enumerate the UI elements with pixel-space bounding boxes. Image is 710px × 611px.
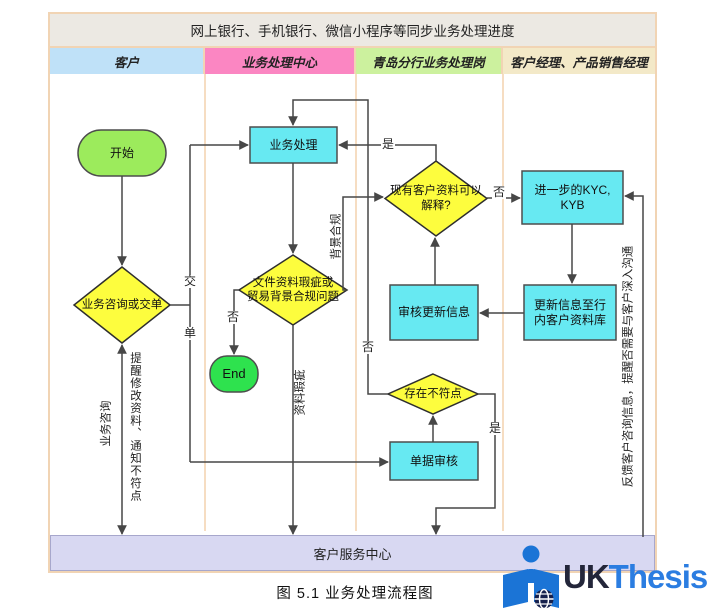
logo-wordmark: UKThesis [563, 547, 709, 607]
explain-line1: 现有客户资料可以 [390, 185, 482, 198]
lane-header-row: 客户 业务处理中心 青岛分行业务处理岗 客户经理、产品销售经理 [50, 48, 655, 74]
kyc-label: 进一步的KYC,KYB [522, 171, 623, 224]
end-label: End [222, 365, 246, 381]
edge-label-remind-modify: 提醒修改资料、通知不符点 [129, 352, 141, 502]
consult-label: 业务咨询或交单 [81, 298, 163, 311]
lane-header-account-manager: 客户经理、产品销售经理 [503, 48, 655, 74]
edge-label-business-consult: 业务咨询 [100, 400, 113, 447]
edge-label-data-defect: 资料瑕疵 [294, 369, 307, 416]
doc-review-label: 单据审核 [409, 453, 458, 468]
logo-person-head [522, 545, 540, 563]
lane-label: 业务处理中心 [241, 55, 317, 70]
review-update-label: 审核更新信息 [397, 305, 470, 319]
edge-label-yes-explain: 是 [381, 137, 396, 151]
processing-label: 业务处理 [269, 137, 318, 152]
discrepancy-label: 存在不符点 [404, 387, 462, 400]
kyc-line1: 进一步的KYC, [534, 182, 611, 197]
diagram-title: 网上银行、手机银行、微信小程序等同步业务处理进度 [190, 24, 515, 39]
figure-caption: 图 5.1 业务处理流程图 [276, 586, 434, 602]
footer-bar-label: 客户服务中心 [313, 546, 392, 562]
edge-label-background-compliance: 背景合规 [330, 213, 343, 260]
lane-header-qingdao-branch: 青岛分行业务处理岗 [356, 48, 503, 74]
edge-label-no-explain: 否 [492, 185, 507, 199]
edge-label-jiao: 交 [183, 274, 198, 288]
edge-label-yes-discrepancy: 是 [488, 421, 503, 435]
lane-label: 客户经理、产品销售经理 [510, 55, 648, 70]
logo-globe [534, 588, 554, 609]
diagram-title-bar: 网上银行、手机银行、微信小程序等同步业务处理进度 [50, 14, 655, 48]
lane-divider [355, 74, 357, 531]
lane-divider [204, 74, 206, 531]
update-db-label: 更新信息至行内客户资料库 [524, 285, 616, 340]
logo-thesis-text: Thesis [608, 558, 709, 595]
lane-header-processing-center: 业务处理中心 [205, 48, 356, 74]
edge-label-dan: 单 [183, 326, 198, 340]
explain-line2: 解释? [421, 199, 451, 212]
ukthesis-logo-icon [503, 545, 559, 609]
lane-label: 客户 [113, 55, 139, 70]
defect-line2: 贸易背景合规问题 [247, 291, 339, 303]
logo-book-left-page [503, 569, 528, 608]
kyc-line2: KYB [560, 197, 585, 212]
defect-line1: 文件资料瑕疵或 [252, 276, 334, 289]
lane-divider [502, 74, 504, 531]
edge-label-no-defect-end: 否 [226, 310, 241, 324]
logo-uk-text: UK [563, 558, 610, 595]
edge-label-feedback: 反馈客户咨询信息，提醒否需要与客户深入沟通 [622, 245, 635, 488]
update-db-line2: 内客户资料库 [533, 312, 606, 327]
start-label: 开始 [109, 145, 134, 160]
edge-label-no-discrepancy: 否 [361, 340, 376, 354]
defect-decision-label: 文件资料瑕疵或贸易背景合规问题 [239, 255, 347, 325]
lane-header-customer: 客户 [50, 48, 205, 74]
explain-decision-label: 现有客户资料可以解释? [385, 161, 487, 236]
lane-label: 青岛分行业务处理岗 [372, 55, 485, 70]
update-db-line1: 更新信息至行 [533, 297, 606, 312]
footer-bar-customer-service: 客户服务中心 [50, 535, 655, 571]
ukthesis-logo: UKThesis [499, 545, 709, 609]
